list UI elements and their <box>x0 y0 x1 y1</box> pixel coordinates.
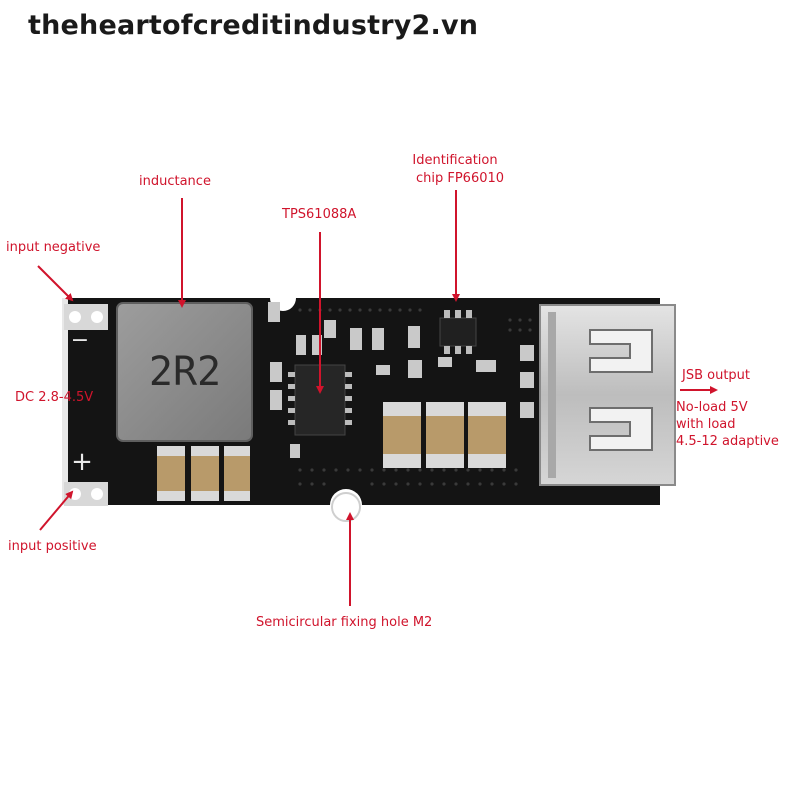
label-dc-range: DC 2.8-4.5V <box>15 390 94 405</box>
usb-connector <box>539 304 676 486</box>
minus-silkscreen: − <box>71 328 89 353</box>
input-negative-pads <box>64 304 108 330</box>
annotation-arrows <box>37 190 718 606</box>
semicircular-fixing-hole <box>331 492 361 522</box>
plus-silkscreen: + <box>71 447 93 477</box>
label-fixing-hole: Semicircular fixing hole M2 <box>256 615 433 630</box>
small-passives <box>268 302 534 458</box>
fp66010-chip <box>439 310 477 354</box>
label-usb-output: JSB output <box>682 368 751 383</box>
label-no-load: No-load 5V <box>676 400 748 415</box>
inductor-marking: 2R2 <box>149 349 221 395</box>
watermark-text: theheartofcreditindustry2.vn <box>28 10 479 41</box>
input-capacitors <box>157 446 250 501</box>
label-identification-line2: chip FP66010 <box>415 171 505 186</box>
output-capacitors <box>383 402 506 468</box>
arrow-input-negative <box>37 265 74 302</box>
board-left-edge <box>62 298 68 505</box>
arrow-input-positive <box>39 490 74 531</box>
label-adaptive: 4.5-12 adaptive <box>676 434 779 449</box>
label-input-positive: input positive <box>8 539 97 554</box>
label-with-load: with load <box>676 417 736 432</box>
label-identification-line1: Identification <box>412 153 498 168</box>
label-input-negative: input negative <box>6 240 101 255</box>
label-inductance: inductance <box>139 174 211 189</box>
label-tps61088a: TPS61088A <box>282 207 357 222</box>
inductor: 2R2 <box>116 302 253 442</box>
input-positive-pads <box>64 482 108 506</box>
